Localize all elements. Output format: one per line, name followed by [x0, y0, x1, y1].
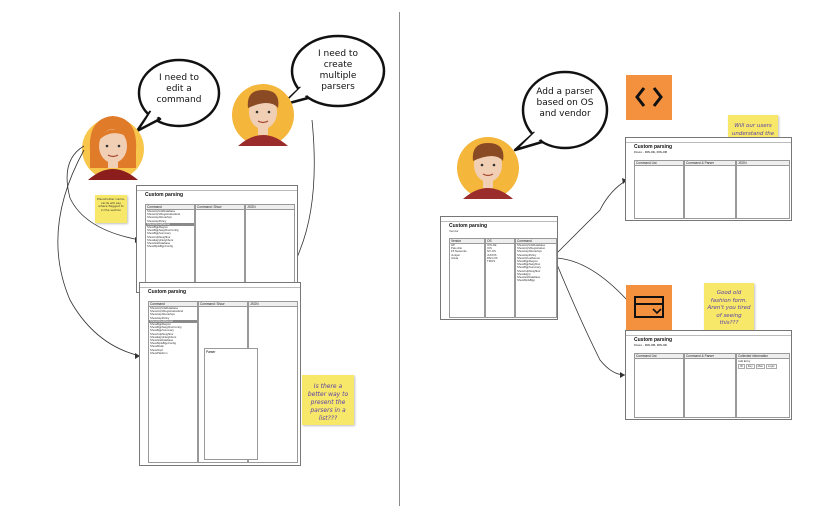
avatar-woman	[82, 116, 144, 180]
wireframe-code-parser: Custom parsing Cisco - IOS-XE, IOS-XR Co…	[625, 137, 792, 221]
connector-woman-to-wf-b	[57, 149, 141, 357]
connector-wf-c-to-wf-e	[555, 261, 626, 376]
wireframe-a-title: Custom parsing	[145, 192, 184, 198]
wireframe-os-vendor: Custom parsing Vendor Vendor HP Palo Alt…	[440, 216, 558, 320]
bubble-text-os-vendor: Add a parser based on OS and vendor	[536, 87, 594, 119]
wireframe-a-command-detail: Command: Show	[195, 204, 245, 290]
wireframe-c-title: Custom parsing	[449, 223, 488, 229]
flow-connectors	[57, 119, 628, 376]
wireframe-e-table-header: ID Key Max Logic	[738, 364, 777, 370]
wireframe-d-subtitle: Cisco - IOS-XE, IOS-XR	[634, 150, 668, 154]
form-tile	[626, 285, 672, 330]
wireframe-a-command-list: Command ShowArpVdsDatabase ShowArpVRegis…	[145, 204, 195, 290]
speech-bubble-os-vendor	[513, 70, 609, 152]
wireframe-edit-command: Custom parsing Command ShowArpVdsDatabas…	[136, 185, 298, 293]
sticky-note-better-way: Is there a better way to present the par…	[302, 375, 354, 425]
wireframe-form-parser: Custom parsing Cisco - IOS-XR, IOS-XE Co…	[625, 330, 792, 420]
wireframe-d-command-list: Command List	[634, 160, 684, 219]
bubble-text-multi: I need to create multiple parsers	[318, 49, 358, 92]
wireframe-c-os-col: OS IOS-XE IOS NX-OS JUNOS PAN-OS TMOS	[485, 238, 515, 318]
connector-wf-c-to-wf-d	[555, 179, 628, 255]
avatar-man-2	[457, 137, 519, 199]
wireframe-e-title: Custom parsing	[634, 337, 673, 343]
avatar-man-1	[232, 84, 294, 146]
wireframe-e-form: Command & Parser	[684, 353, 736, 418]
wireframe-multiple-parsers: Custom parsing Command ShowArpVdsDatabas…	[139, 282, 301, 466]
storyboard-divider	[399, 12, 400, 506]
wireframe-b-parser-panel: Parser	[204, 348, 258, 460]
sticky-note-placeholder: Placeholder name, cards will say where f…	[95, 195, 127, 223]
connector-woman-to-wf-a	[66, 145, 141, 241]
wireframe-e-collected-info: Collected information Add Entry ID Key M…	[736, 353, 790, 418]
wireframe-e-subtitle: Cisco - IOS-XR, IOS-XE	[634, 343, 668, 347]
wireframe-c-vendor-col: Vendor HP Palo Alto F5 Networks Juniper …	[449, 238, 485, 318]
wireframe-a-json: JSON	[245, 204, 295, 290]
wireframe-d-json: JSON	[736, 160, 790, 219]
bubble-text-edit: I need to edit a command	[156, 73, 202, 105]
wireframe-c-filter[interactable]: Vendor	[449, 229, 459, 233]
wireframe-b-command-list: Command ShowArpVdsDatabase ShowArpVRegis…	[148, 301, 198, 463]
wireframe-c-command-col: Command ShowArpVdsDatabase ShowArpVRegis…	[515, 238, 557, 318]
sticky-note-form: Good old fashion form. Aren't you tired …	[704, 283, 754, 331]
wireframe-e-command-list: Command List	[634, 353, 684, 418]
wireframe-d-title: Custom parsing	[634, 144, 673, 150]
connector-wf-c-mid	[555, 257, 628, 301]
speech-bubble-edit	[135, 58, 221, 133]
wireframe-b-title: Custom parsing	[148, 289, 187, 295]
wireframe-d-code-editor: Command & Parser	[684, 160, 736, 219]
code-tile	[626, 75, 672, 120]
